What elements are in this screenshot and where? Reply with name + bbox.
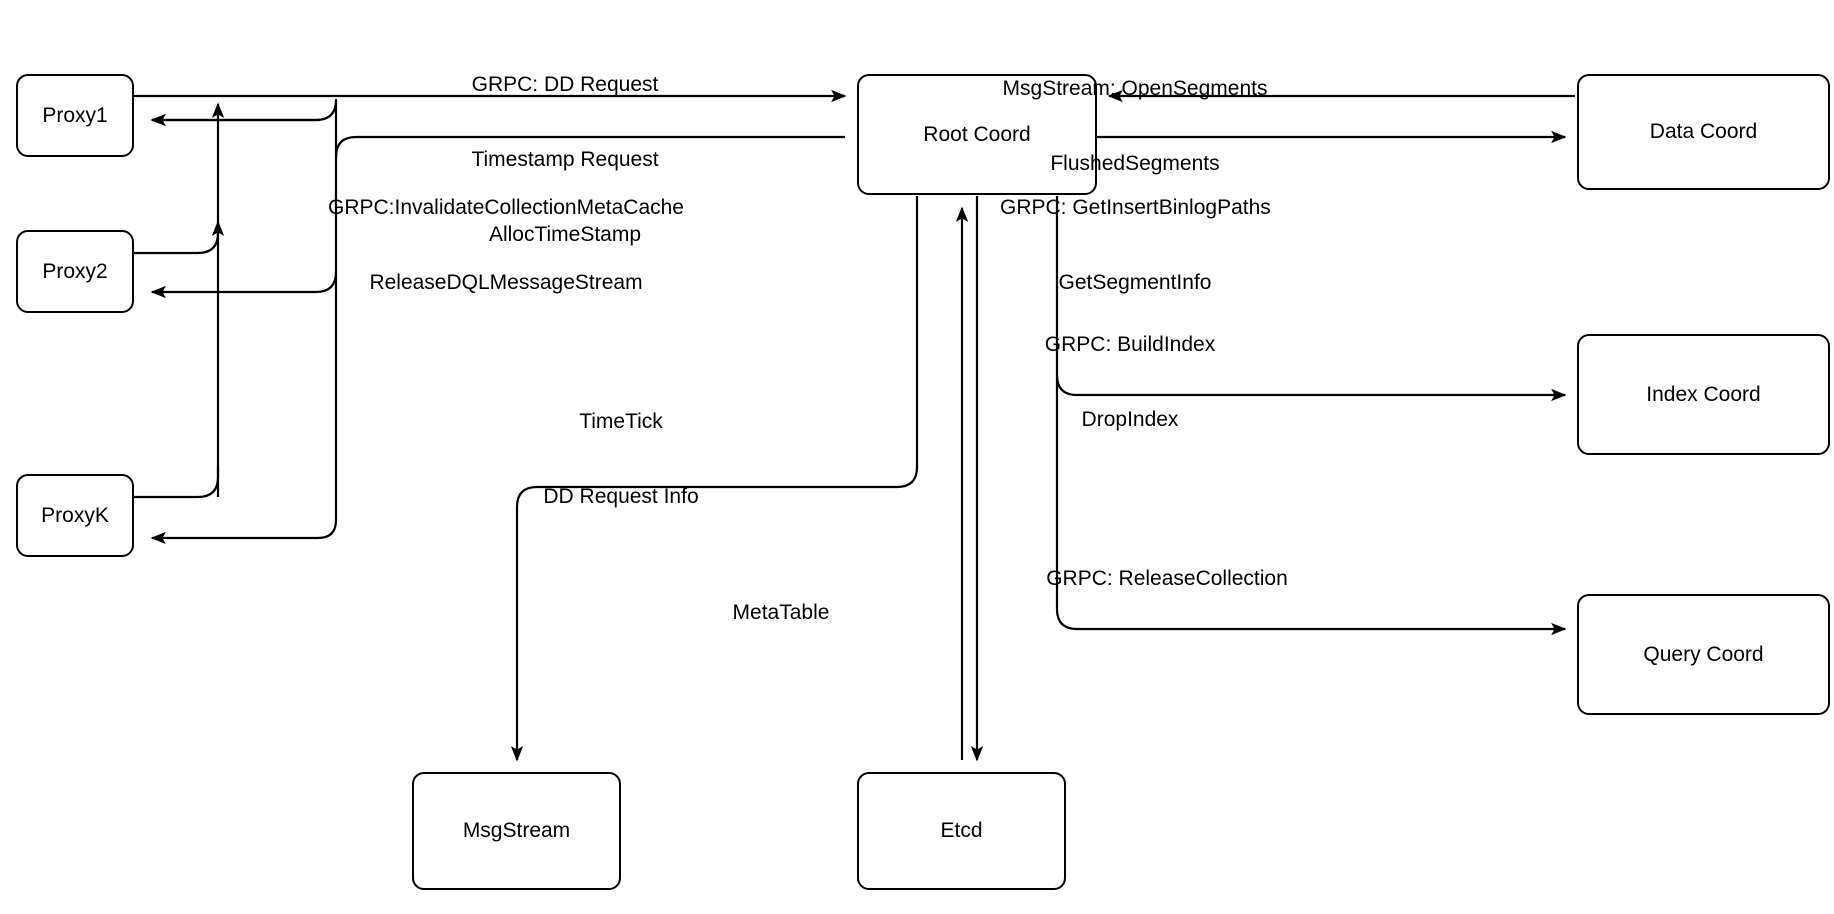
node-proxyk[interactable]: ProxyK <box>16 474 134 557</box>
edge-label-line: MetaTable <box>732 601 830 624</box>
edge-rootcoord-to-msgstream <box>510 196 919 762</box>
edge-label-line: AllocTimeStamp <box>488 223 642 246</box>
node-root-coord[interactable]: Root Coord <box>857 74 1097 195</box>
edge-label-line: MsgStream: OpenSegments <box>1002 77 1268 100</box>
edge-feedback-to-proxy1 <box>150 98 338 157</box>
node-data-coord[interactable]: Data Coord <box>1577 74 1830 190</box>
edge-label-line: GRPC: DD Request <box>471 73 659 96</box>
edge-label-rootcoord-to-indexcoord: GRPC: BuildIndex DropIndex <box>1040 282 1220 482</box>
edge-label-line: Timestamp Request <box>471 148 659 171</box>
edge-label-line: ReleaseDQLMessageStream <box>369 271 643 294</box>
edge-label-proxy-to-rootcoord: GRPC: DD Request Timestamp Request Alloc… <box>340 22 790 297</box>
edge-label-line: DD Request Info <box>543 485 699 508</box>
node-label: MsgStream <box>462 819 571 843</box>
edge-label-line: FlushedSegments <box>1050 152 1220 175</box>
node-etcd[interactable]: Etcd <box>857 772 1066 890</box>
edge-proxyk-to-uptrunk <box>134 466 220 499</box>
node-label: Proxy2 <box>42 259 108 283</box>
edge-label-datacoord-to-rootcoord: MsgStream: OpenSegments FlushedSegments <box>990 26 1280 226</box>
edge-label-line: TimeTick <box>579 410 663 433</box>
node-label: ProxyK <box>41 503 109 527</box>
node-msgstream[interactable]: MsgStream <box>412 772 621 890</box>
node-label: Query Coord <box>1643 642 1764 666</box>
edge-label-line: GRPC: ReleaseCollection <box>1046 567 1288 590</box>
node-label: Data Coord <box>1649 120 1758 144</box>
edge-label-line: GRPC:InvalidateCollectionMetaCache <box>327 196 684 219</box>
edge-label-rootcoord-to-querycoord: GRPC: ReleaseCollection <box>1032 516 1302 641</box>
edge-rootcoord-down-trunk <box>1055 196 1567 636</box>
node-label: Proxy1 <box>42 103 108 127</box>
edge-label-line: DropIndex <box>1081 408 1179 431</box>
node-index-coord[interactable]: Index Coord <box>1577 334 1830 455</box>
edge-label-rootcoord-to-msgstream: TimeTick DD Request Info <box>541 359 701 559</box>
edge-proxy2-to-uptrunk <box>134 220 225 255</box>
node-query-coord[interactable]: Query Coord <box>1577 594 1830 715</box>
node-label: Etcd <box>940 819 983 843</box>
edge-label-line: GRPC: BuildIndex <box>1044 333 1216 356</box>
node-proxy2[interactable]: Proxy2 <box>16 230 134 313</box>
edge-label-line: GetSegmentInfo <box>1058 271 1212 294</box>
edge-label-rootcoord-to-proxy: GRPC:InvalidateCollectionMetaCache Relea… <box>322 145 690 345</box>
edge-label-rootcoord-to-datacoord: GRPC: GetInsertBinlogPaths GetSegmentInf… <box>1000 145 1271 345</box>
edge-label-rootcoord-to-etcd: MetaTable <box>726 550 836 675</box>
node-proxy1[interactable]: Proxy1 <box>16 74 134 157</box>
node-label: Root Coord <box>923 122 1031 146</box>
edge-label-line: GRPC: GetInsertBinlogPaths <box>1000 196 1271 219</box>
edge-feedback-to-proxy2 <box>150 271 338 299</box>
edge-rootcoord-to-proxy-trunk <box>150 135 845 545</box>
node-label: Index Coord <box>1646 382 1761 406</box>
edge-trunk-branch-indexcoord <box>1055 374 1567 402</box>
